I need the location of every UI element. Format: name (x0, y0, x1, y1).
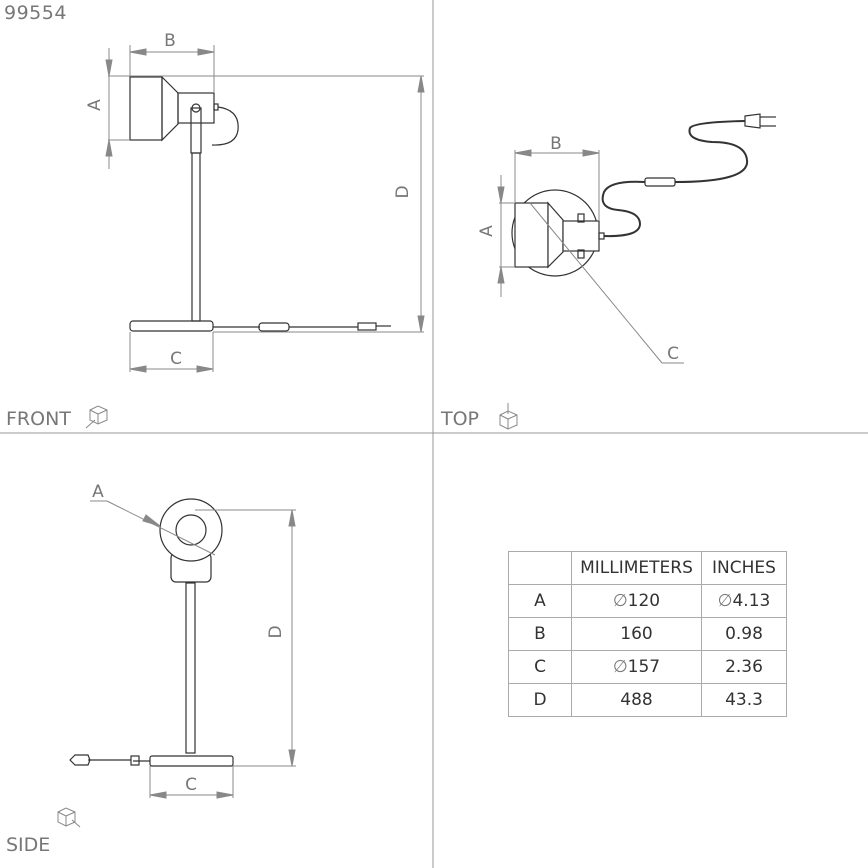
table-header-row: MILLIMETERS INCHES (508, 551, 787, 585)
diameter-icon: ∅ (612, 657, 628, 677)
top-view-cube-icon (499, 403, 518, 430)
table-row: D 488 43.3 (508, 683, 787, 717)
svg-text:C: C (170, 349, 182, 369)
mm-value: ∅120 (571, 584, 702, 618)
front-view (129, 75, 391, 332)
diameter-icon: ∅ (612, 591, 628, 611)
mm-value: 488 (571, 683, 702, 717)
inch-value: 0.98 (701, 617, 787, 651)
svg-text:B: B (550, 134, 562, 154)
front-view-label: FRONT (6, 408, 71, 430)
svg-text:B: B (164, 31, 176, 51)
table-header-cell: INCHES (701, 551, 787, 585)
svg-text:D: D (393, 185, 413, 198)
dimension-key: C (508, 650, 572, 684)
dimension-key: D (508, 683, 572, 717)
dimension-key: A (508, 584, 572, 618)
diameter-icon: ∅ (717, 591, 733, 611)
inch-value: 2.36 (701, 650, 787, 684)
mm-value: 160 (571, 617, 702, 651)
dimension-key: B (508, 617, 572, 651)
table-row: C ∅157 2.36 (508, 650, 787, 684)
table-row: A ∅120 ∅4.13 (508, 584, 787, 618)
side-view (69, 498, 234, 767)
table-header-cell (508, 551, 572, 585)
svg-text:A: A (85, 99, 105, 111)
svg-text:A: A (477, 225, 497, 237)
table-row: B 160 0.98 (508, 617, 787, 651)
svg-text:C: C (667, 344, 679, 364)
mm-value: ∅157 (571, 650, 702, 684)
table-header-cell: MILLIMETERS (571, 551, 702, 585)
top-view (511, 113, 776, 277)
inch-value: 43.3 (701, 683, 787, 717)
svg-text:A: A (92, 482, 104, 502)
side-view-label: SIDE (6, 834, 51, 856)
inch-value: ∅4.13 (701, 584, 787, 618)
svg-text:D: D (266, 625, 286, 638)
dimensions-table: MILLIMETERS INCHES A ∅120 ∅4.13 B 160 0.… (508, 551, 787, 717)
front-view-cube-icon (85, 405, 108, 429)
side-view-cube-icon (57, 807, 81, 828)
top-view-label: TOP (441, 408, 480, 430)
product-id: 99554 (4, 2, 67, 24)
svg-text:C: C (185, 775, 197, 795)
